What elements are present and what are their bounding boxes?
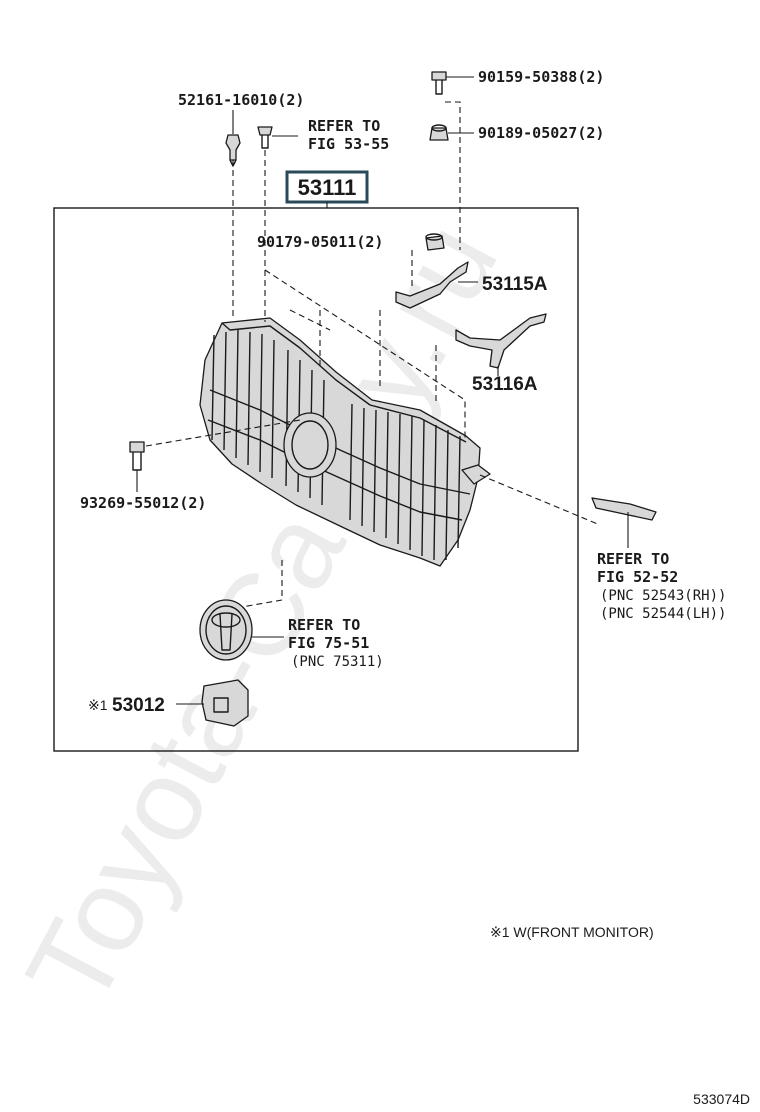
bracket-53116A: [455, 313, 547, 369]
nut-90179: [425, 233, 445, 251]
label-90159-50388[interactable]: 90159-50388(2): [478, 68, 604, 86]
main-part-label[interactable]: 53111: [285, 170, 369, 204]
camera-bracket-53012: [201, 679, 249, 727]
label-pnc-52544: (PNC 52544(LH)): [600, 606, 726, 622]
label-93269-55012[interactable]: 93269-55012(2): [80, 494, 206, 512]
label-pnc-75311: (PNC 75311): [291, 654, 384, 670]
label-fig-75-51[interactable]: FIG 75-51: [288, 634, 369, 652]
radiator-grille: [199, 317, 491, 567]
label-53012[interactable]: 53012: [112, 695, 165, 716]
label-53116A[interactable]: 53116A: [472, 374, 538, 395]
label-53012-mark: ※1: [88, 697, 108, 713]
label-refer-to-53: REFER TO: [308, 117, 380, 135]
toyota-emblem: [199, 599, 253, 661]
svg-text:53111: 53111: [298, 175, 357, 200]
label-fig-52-52[interactable]: FIG 52-52: [597, 568, 678, 586]
label-fig-53-55[interactable]: FIG 53-55: [308, 135, 389, 153]
label-52161-16010[interactable]: 52161-16010(2): [178, 91, 304, 109]
assembly-frame: [53, 207, 579, 752]
nut-90189: [429, 124, 449, 141]
bracket-53115A: [395, 261, 469, 309]
label-90189-05027[interactable]: 90189-05027(2): [478, 124, 604, 142]
bolt-93269: [129, 441, 145, 471]
screw-refer-53-55: [257, 126, 273, 149]
molding-refer-52-52: [591, 497, 657, 521]
footnote: ※1 W(FRONT MONITOR): [490, 924, 654, 940]
label-refer-to-75: REFER TO: [288, 616, 360, 634]
clip-52161: [225, 134, 241, 167]
label-pnc-52543: (PNC 52543(RH)): [600, 588, 726, 604]
figure-code: 533074D: [693, 1091, 750, 1107]
label-refer-to-52: REFER TO: [597, 550, 669, 568]
label-90179-05011[interactable]: 90179-05011(2): [257, 233, 383, 251]
label-53115A[interactable]: 53115A: [482, 274, 548, 295]
bolt-90159: [431, 71, 447, 95]
